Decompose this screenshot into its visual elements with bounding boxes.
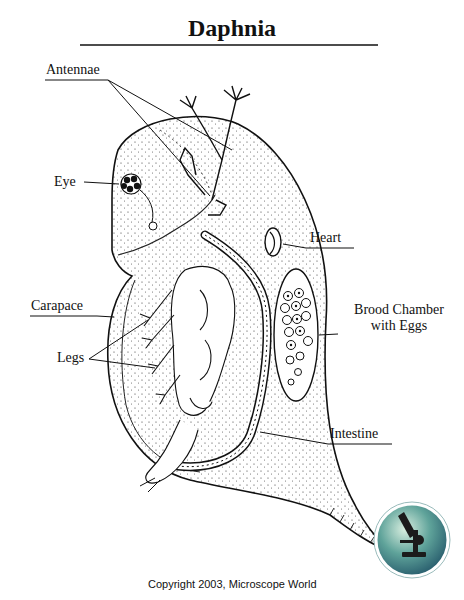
postabdomen bbox=[146, 420, 198, 483]
part-label: Intestine bbox=[330, 426, 378, 442]
part-label: Brood Chamber with Eggs bbox=[340, 302, 458, 334]
compound-eye bbox=[121, 174, 157, 230]
antennae-drawing bbox=[180, 86, 250, 215]
microscope-logo bbox=[374, 502, 450, 578]
part-label: Carapace bbox=[31, 298, 83, 314]
heart-drawing bbox=[265, 228, 281, 256]
head-shield bbox=[160, 130, 212, 195]
part-label: Heart bbox=[310, 230, 341, 246]
part-label: Legs bbox=[57, 350, 84, 366]
carapace-outline bbox=[108, 116, 388, 550]
brood-chamber-drawing bbox=[274, 269, 318, 401]
part-label: Antennae bbox=[46, 62, 100, 78]
head-fold bbox=[118, 195, 215, 255]
title-rule bbox=[80, 44, 378, 46]
part-label: Eye bbox=[54, 174, 76, 190]
abdominal-claws bbox=[140, 478, 160, 492]
legs-drawing bbox=[140, 266, 235, 415]
copyright-note: Copyright 2003, Microscope World bbox=[148, 578, 317, 591]
spine-setae bbox=[330, 508, 374, 543]
label-underlines bbox=[30, 80, 392, 444]
diagram-title: Daphnia bbox=[188, 14, 276, 42]
leader-lines bbox=[84, 80, 338, 444]
